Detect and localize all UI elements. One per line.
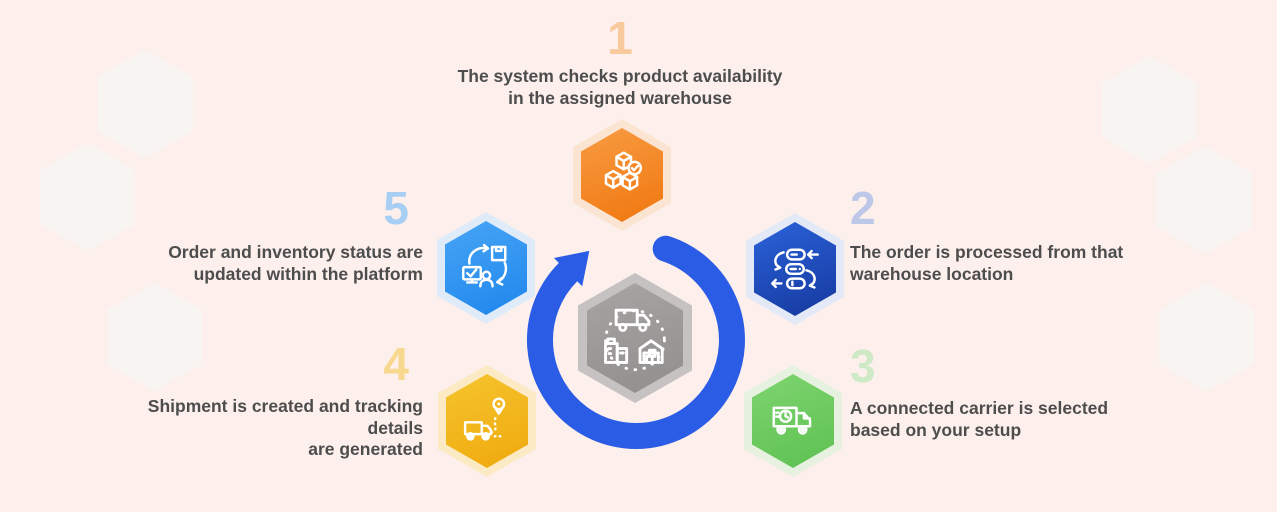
step-1-text-line2: in the assigned warehouse: [508, 87, 732, 108]
step-4-text-line1: Shipment is created and tracking details: [147, 396, 423, 438]
step-4-label: 4 Shipment is created and tracking detai…: [103, 338, 423, 461]
order-processing-icon: [771, 248, 819, 290]
cycle-arrowhead: [553, 250, 590, 287]
background-hex-tile: [1102, 56, 1197, 164]
step-2-text-line2: warehouse location: [850, 263, 1014, 284]
background-hex-tile: [1157, 146, 1252, 254]
cycle-arrow: [527, 235, 745, 449]
step-1-number: 1: [607, 12, 633, 64]
step-5-label: 5 Order and inventory status are updated…: [103, 182, 423, 285]
carrier-truck-icon: [772, 406, 812, 435]
center-hex: [587, 283, 683, 393]
step-3-number: 3: [850, 340, 876, 392]
shipment-tracking-icon: [463, 397, 506, 441]
step-1-label: 1 The system checks product availability…: [420, 12, 820, 109]
step-5-number: 5: [383, 182, 409, 234]
background-hex-tile: [98, 50, 193, 158]
step-4-number: 4: [383, 338, 409, 390]
step-3-hex: [752, 374, 834, 468]
logistics-hub-icon: [604, 308, 666, 372]
step-1-text-line1: The system checks product availability: [457, 66, 783, 86]
step-2-hex: [754, 222, 836, 316]
step-2-number: 2: [850, 182, 876, 234]
step-5-text-line2: updated within the platform: [193, 263, 423, 284]
step-3-text-line2: based on your setup: [850, 419, 1022, 440]
background-hex-tile: [1159, 283, 1254, 391]
step-5-text-line1: Order and inventory status are: [168, 242, 423, 262]
step-1-hex: [581, 128, 663, 222]
status-update-icon: [462, 243, 508, 288]
step-4-text-line2: are generated: [308, 439, 423, 459]
step-3-label: 3 A connected carrier is selected based …: [850, 340, 1160, 441]
step-2-label: 2 The order is processed from that wareh…: [850, 182, 1160, 285]
step-3-text-line1: A connected carrier is selected: [850, 398, 1109, 418]
step-2-text-line1: The order is processed from that: [850, 242, 1124, 262]
product-availability-icon: [604, 151, 643, 191]
